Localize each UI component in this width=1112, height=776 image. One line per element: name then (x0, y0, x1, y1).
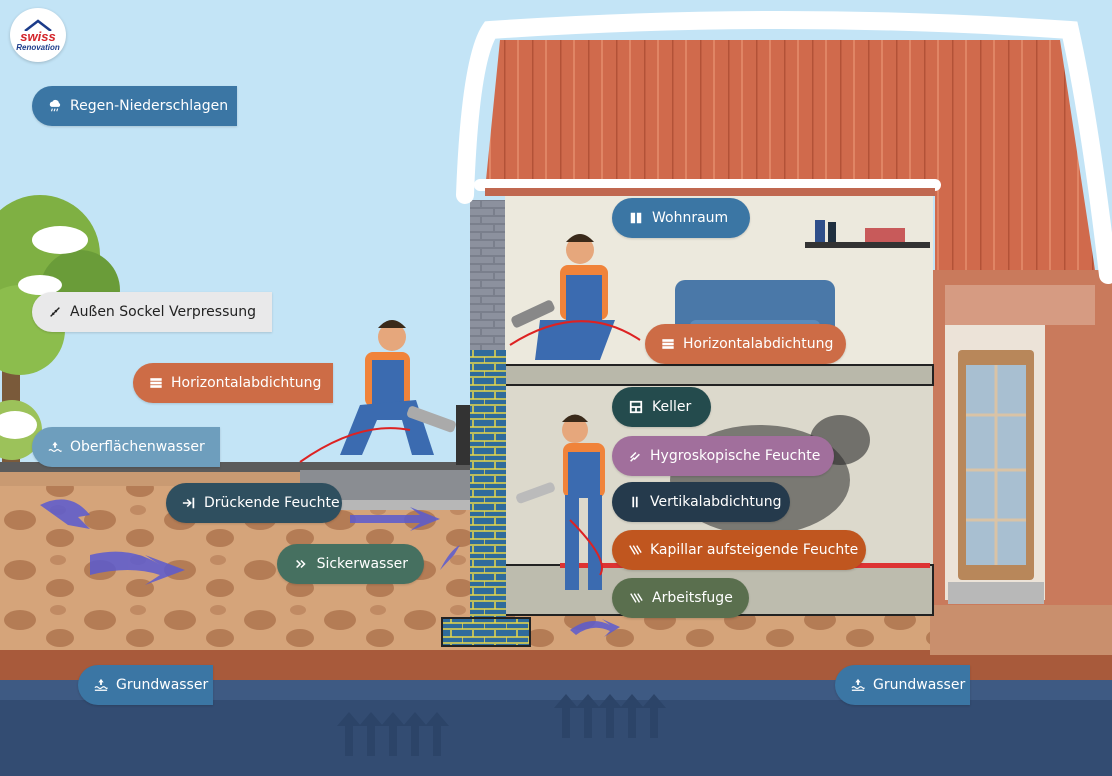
hash-icon (628, 448, 642, 464)
house-side (930, 270, 1112, 655)
roof (456, 11, 1112, 284)
label-keller[interactable]: Keller (612, 387, 711, 427)
label-text: Sickerwasser (316, 556, 408, 572)
label-horizontalabdichtung-right[interactable]: Horizontalabdichtung (645, 324, 846, 364)
syringe-icon (48, 304, 62, 320)
logo-text-primary: swiss (20, 28, 56, 44)
label-text: Keller (652, 399, 692, 415)
double-chevron-icon (293, 556, 309, 572)
cloud-rain-icon (48, 98, 62, 114)
house-roof-icon (24, 18, 52, 31)
label-sickerwasser[interactable]: Sickerwasser (277, 544, 424, 584)
bars-icon (149, 375, 163, 391)
label-wohnraum[interactable]: Wohnraum (612, 198, 750, 238)
label-text: Grundwasser (116, 677, 209, 693)
label-kapillar-aufsteigende-feuchte[interactable]: Kapillar aufsteigende Feuchte (612, 530, 866, 570)
label-arbeitsfuge[interactable]: Arbeitsfuge (612, 578, 749, 618)
label-text: Kapillar aufsteigende Feuchte (650, 542, 859, 558)
label-text: Regen-Niederschlagen (70, 98, 229, 114)
worker-basement (516, 414, 605, 590)
vertical-bar-icon (628, 494, 642, 510)
water-flow-arrows (40, 499, 620, 637)
bars-icon (661, 336, 675, 352)
label-aussen-sockel-verpressung[interactable]: Außen Sockel Verpressung (32, 292, 272, 332)
swiss-renovation-logo: swiss Renovation (10, 8, 66, 62)
label-text: Drückende Feuchte (204, 495, 340, 511)
label-text: Wohnraum (652, 210, 729, 226)
label-hygroskopische-feuchte[interactable]: Hygroskopische Feuchte (612, 436, 834, 476)
label-text: Außen Sockel Verpressung (70, 304, 256, 320)
label-text: Horizontalabdichtung (171, 375, 322, 391)
water-surface-icon (48, 439, 62, 455)
worker-upper-floor (511, 234, 615, 360)
label-text: Hygroskopische Feuchte (650, 448, 821, 464)
window-icon (628, 399, 644, 415)
label-text: Grundwasser (873, 677, 966, 693)
label-text: Arbeitsfuge (652, 590, 733, 606)
logo-text-secondary: Renovation (16, 42, 60, 52)
label-grundwasser-left[interactable]: Grundwasser (78, 665, 213, 705)
label-text: Oberflächenwasser (70, 439, 205, 455)
worker-outside (340, 320, 456, 455)
label-horizontalabdichtung-left[interactable]: Horizontalabdichtung (133, 363, 333, 403)
tree (0, 195, 120, 470)
label-text: Vertikalabdichtung (650, 494, 782, 510)
arrow-in-icon (182, 495, 196, 511)
label-vertikalabdichtung[interactable]: Vertikalabdichtung (612, 482, 790, 522)
slashes-icon (628, 590, 644, 606)
label-oberflaechenwasser[interactable]: Oberflächenwasser (32, 427, 220, 467)
water-up-icon (851, 677, 865, 693)
water-up-icon (94, 677, 108, 693)
label-drueckende-feuchte[interactable]: Drückende Feuchte (166, 483, 342, 523)
label-text: Horizontalabdichtung (683, 336, 834, 352)
label-grundwasser-right[interactable]: Grundwasser (835, 665, 970, 705)
rising-water-arrows (337, 694, 666, 756)
book-icon (628, 210, 644, 226)
slashes-icon (628, 542, 642, 558)
label-regen-niederschlagen[interactable]: Regen-Niederschlagen (32, 86, 237, 126)
